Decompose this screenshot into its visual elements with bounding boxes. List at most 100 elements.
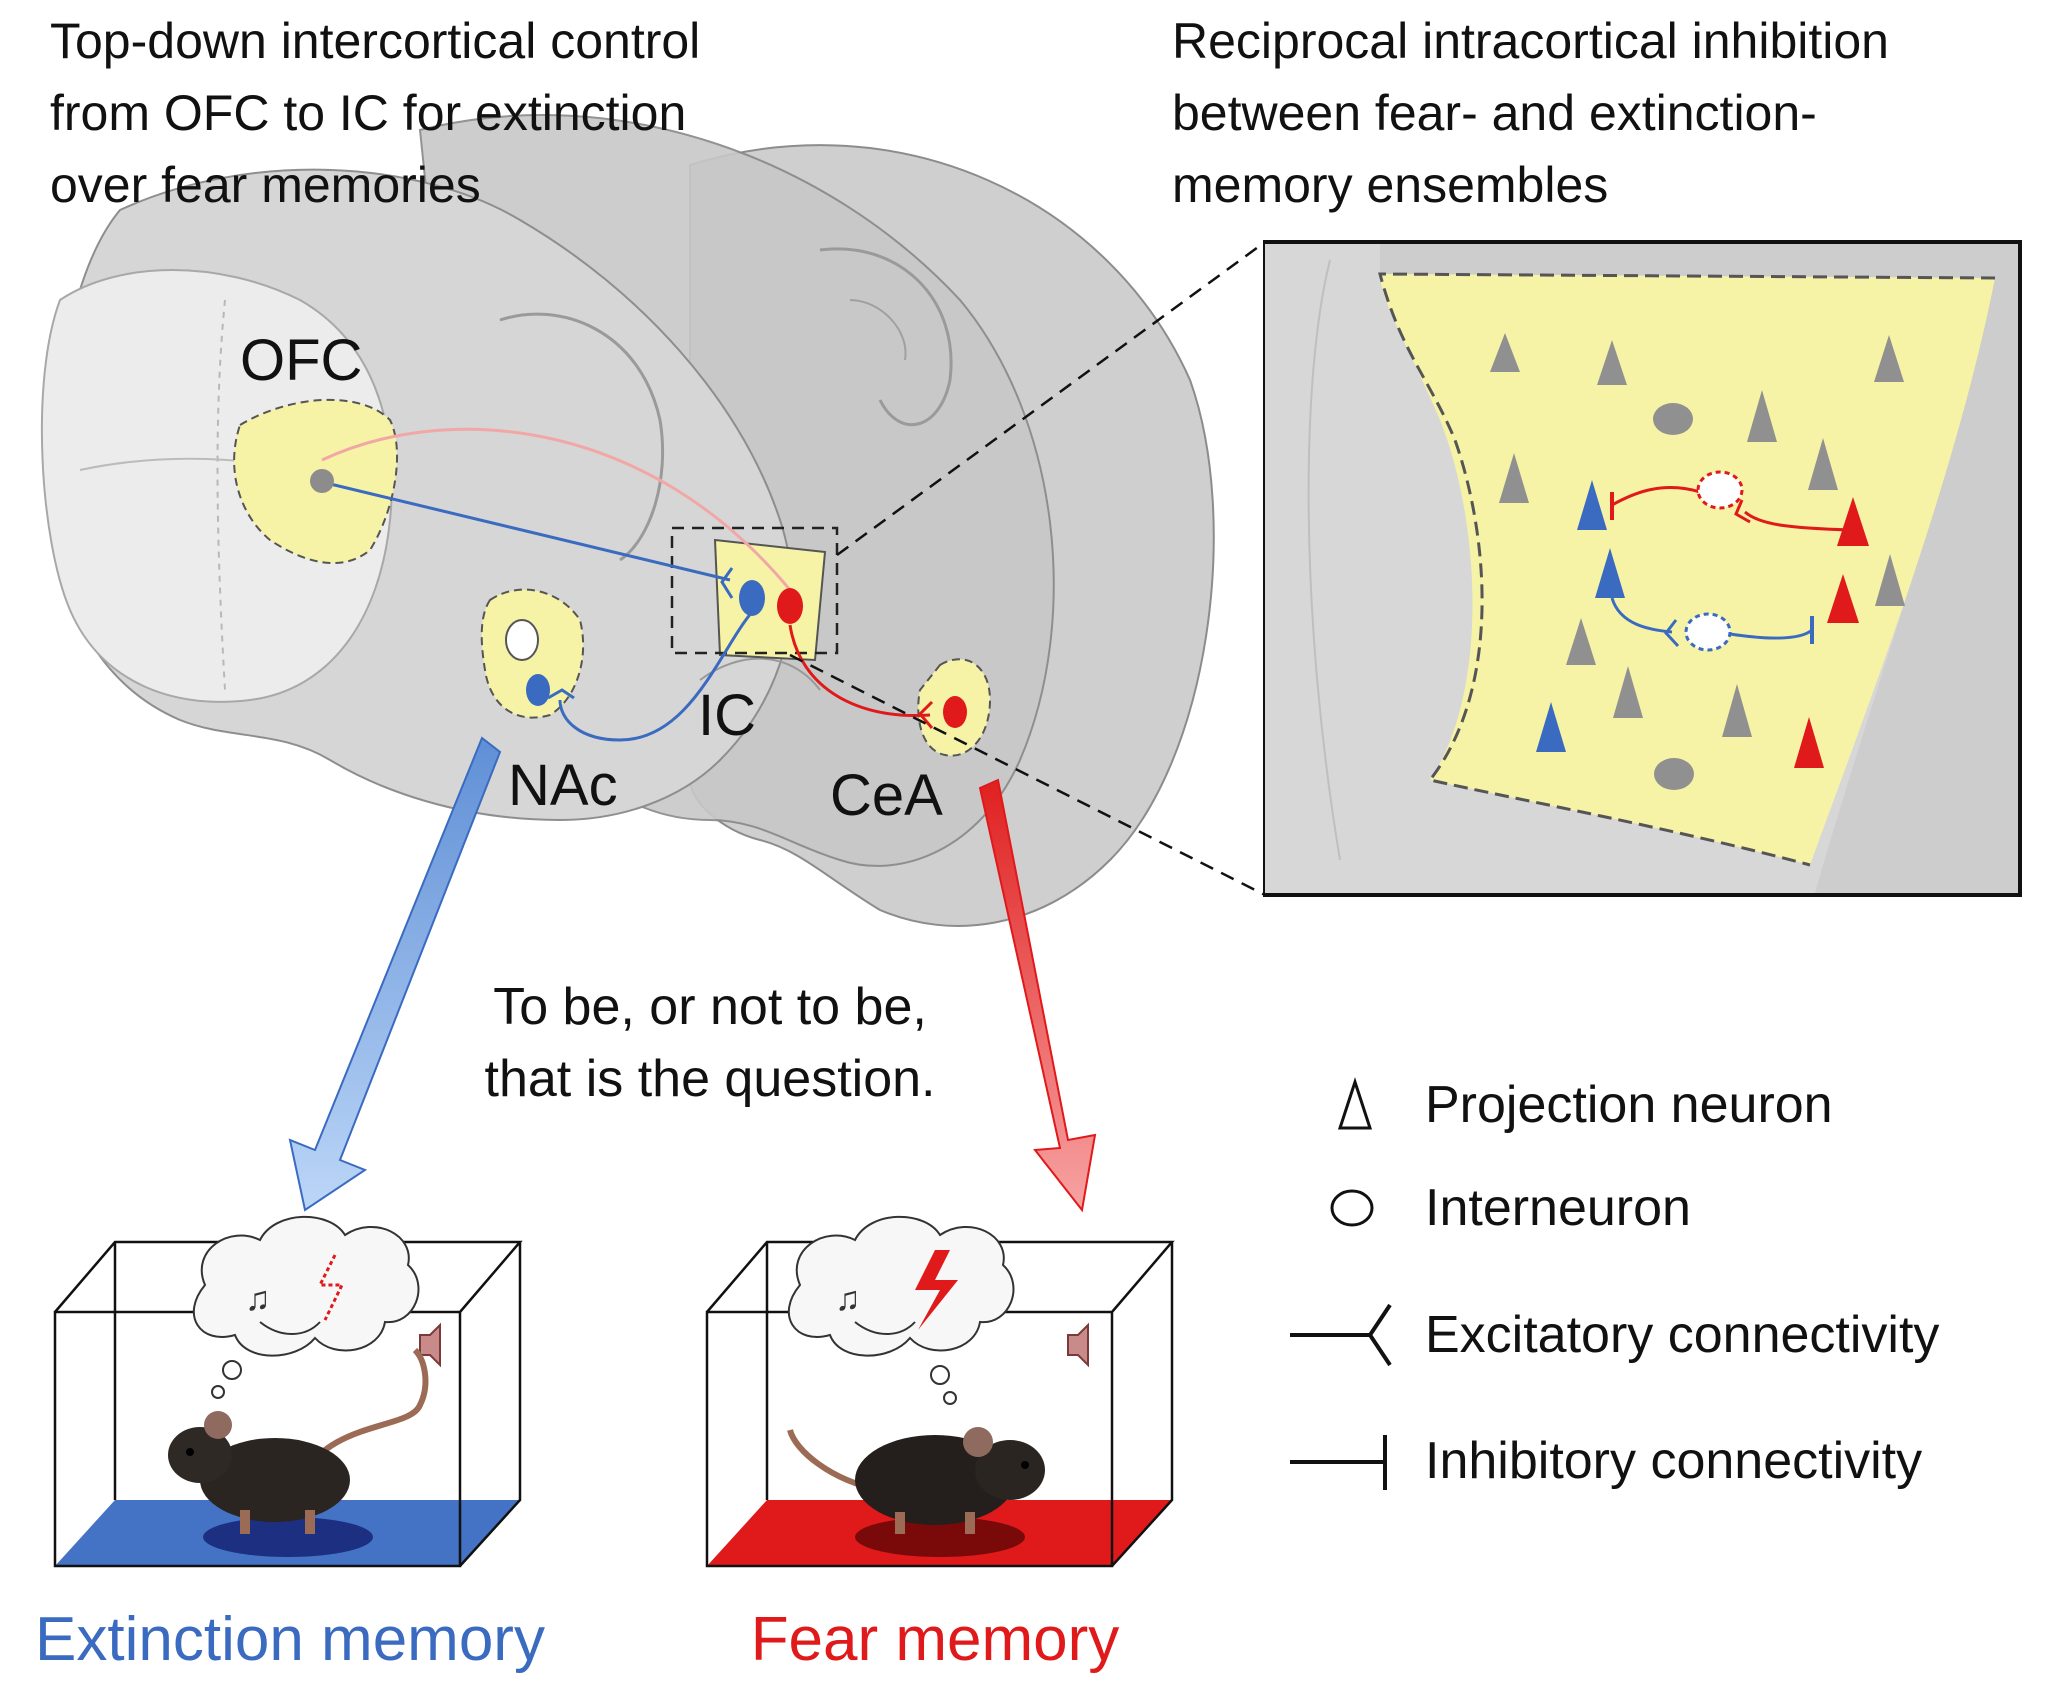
left-heading-line-3: over fear memories (50, 157, 481, 213)
ofc-ic-excitatory-synapse (720, 567, 734, 599)
mouse-tail (297, 1347, 429, 1482)
excitatory-synapse-blue (1664, 619, 1680, 648)
ofc-to-ic-red-projection (321, 427, 792, 591)
fear-thought-cloud (787, 1215, 1015, 1357)
blue-interneuron (1684, 612, 1732, 652)
extinction-memory-label: Extinction memory (35, 1605, 545, 1674)
mouse-eye (1021, 1461, 1029, 1469)
thought-bubble-tiny (943, 1391, 957, 1405)
thought-bubble-tiny (211, 1385, 225, 1399)
gray-projection-neuron (1747, 390, 1777, 442)
ic-to-nac-projection (558, 611, 754, 742)
mouse-extinction (168, 1347, 429, 1534)
anterior-commissure (505, 619, 539, 661)
ic-zoom-box (670, 526, 839, 655)
ic-fear-neuron (777, 588, 803, 624)
mouse-ear (204, 1411, 232, 1439)
cloud-arrow (854, 1321, 916, 1335)
zoom-leader-bottom (789, 653, 1266, 897)
red-projection-to-interneuron (1744, 510, 1851, 532)
midline (216, 299, 226, 691)
red-interneuron (1696, 470, 1744, 510)
zoom-ic-region (1380, 274, 1995, 865)
zoom-ic-boundary (1378, 272, 1996, 867)
fear-arrow (978, 778, 1097, 1213)
excitatory-synapse-red (1734, 499, 1751, 524)
music-note-icon: ♫ (835, 1280, 861, 1318)
blue-interneuron-to-red-inhibition (1729, 628, 1813, 640)
blue-projection-neuron (1536, 702, 1566, 752)
quote-line-1: To be, or not to be, (493, 978, 927, 1036)
red-projection-neuron (1794, 717, 1824, 768)
gray-projection-neuron (1499, 453, 1529, 503)
red-projection-neuron (1837, 497, 1869, 546)
quote-line-2: that is the question. (485, 1050, 936, 1108)
thought-bubble-small (930, 1365, 950, 1385)
zoom-panel (1263, 240, 2022, 897)
gray-projection-neuron (1875, 554, 1905, 606)
right-heading-line-2: between fear- and extinction- (1172, 85, 1817, 141)
gray-projection-neuron (1722, 684, 1752, 737)
zoom-circuit (1536, 470, 1869, 768)
cloud-arrow (259, 1321, 321, 1335)
nac-label: NAc (508, 753, 618, 818)
hippocampus-inner (849, 299, 907, 361)
ic-region (713, 538, 827, 662)
gray-projection-neuron (1808, 438, 1838, 490)
left-heading: Top-down intercortical control from OFC … (50, 13, 700, 213)
legend: Projection neuron Interneuron Excitatory… (1290, 1076, 1939, 1490)
zoom-leader-top (836, 240, 1266, 557)
legend-excitatory-label: Excitatory connectivity (1425, 1306, 1939, 1364)
thought-bubble-small (222, 1360, 242, 1380)
legend-interneuron-label: Interneuron (1425, 1179, 1691, 1237)
red-projection-neuron (1827, 574, 1859, 623)
extinction-arrow (288, 736, 502, 1212)
ic-cea-excitatory-synapse (917, 700, 934, 729)
extinction-thought-cloud (192, 1215, 420, 1357)
mouse-body (855, 1435, 1015, 1525)
mouse-head (168, 1427, 232, 1483)
legend-inhibitory-icon (1290, 1435, 1387, 1490)
nac-neuron (526, 674, 550, 706)
legend-inhibitory-label: Inhibitory connectivity (1425, 1432, 1922, 1490)
zoom-gray-neurons (1490, 333, 1905, 790)
gray-interneuron (1653, 403, 1693, 435)
gray-projection-neuron (1874, 335, 1904, 382)
ic-label: IC (698, 683, 756, 748)
ic-to-cea-projection (788, 624, 931, 718)
blue-projection-neuron (1595, 548, 1625, 598)
gray-projection-neuron (1566, 618, 1596, 665)
brain-circuits (310, 427, 967, 742)
mouse-eye (186, 1448, 194, 1456)
mouse-leg (895, 1512, 905, 1534)
speaker-icon (1067, 1322, 1089, 1368)
mouse-ear (963, 1427, 993, 1457)
music-note-icon: ♫ (245, 1280, 271, 1318)
fear-cage: ♫ (705, 1215, 1175, 1568)
mouse-leg (305, 1510, 315, 1534)
mouse-leg (965, 1512, 975, 1534)
gray-projection-neuron (1490, 333, 1520, 372)
gray-projection-neuron (1597, 340, 1627, 385)
shock-icon (915, 1250, 958, 1330)
extinction-cage: ♫ (53, 1215, 523, 1568)
zoom-inner-edge (1307, 259, 1341, 861)
mouse-fear (787, 1427, 1045, 1534)
right-heading-line-1: Reciprocal intracortical inhibition (1172, 13, 1889, 69)
cea-neuron (943, 696, 967, 728)
frontal-pole (40, 269, 393, 703)
mouse-head (975, 1440, 1045, 1500)
ic-extinction-neuron (739, 580, 765, 616)
corpus-callosum (499, 312, 665, 562)
gray-interneuron (1654, 758, 1694, 790)
legend-projection-label: Projection neuron (1425, 1076, 1833, 1134)
ofc-label: OFC (240, 328, 362, 393)
legend-interneuron-icon (1330, 1189, 1374, 1227)
legend-excitatory-icon (1290, 1303, 1392, 1367)
cea-label: CeA (830, 763, 943, 828)
fear-memory-label: Fear memory (751, 1605, 1120, 1674)
hippocampus-outline (819, 247, 953, 427)
ic-nac-excitatory-synapse (547, 688, 575, 700)
outcome-arrows (288, 736, 1097, 1213)
